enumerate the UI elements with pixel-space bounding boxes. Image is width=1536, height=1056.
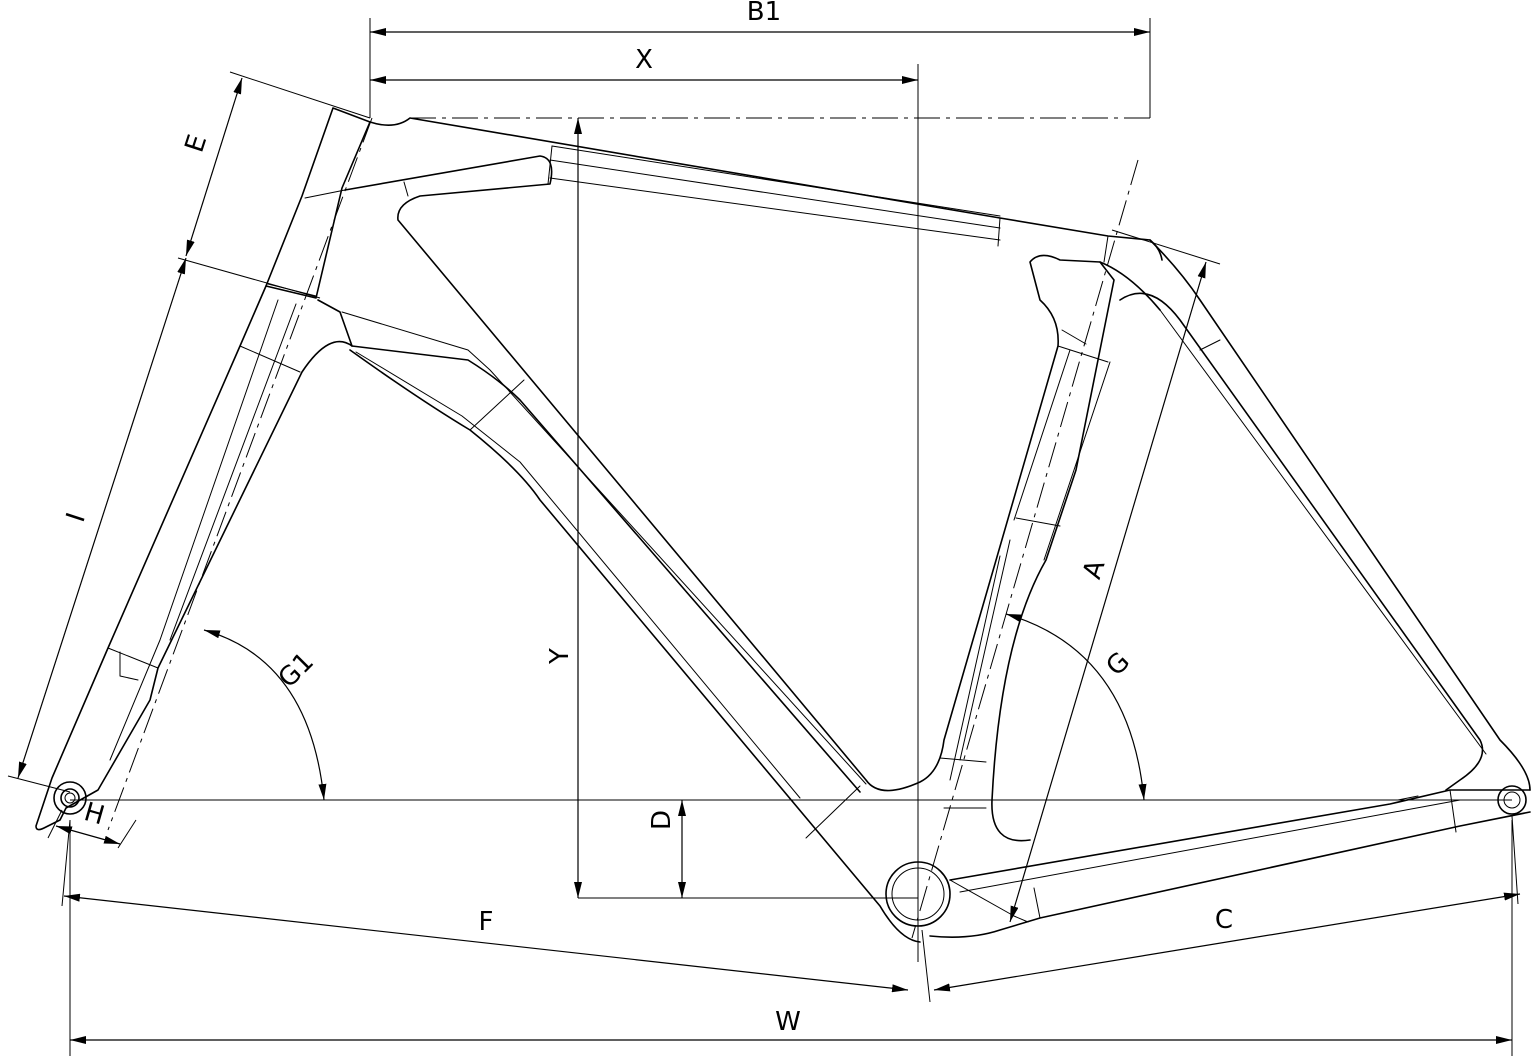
label-i: I <box>61 509 92 526</box>
front-dropout-inner <box>60 788 80 808</box>
frame-outline <box>35 107 1531 943</box>
head-tube <box>265 107 371 299</box>
dimensions <box>7 18 1521 1056</box>
label-e: E <box>180 131 214 156</box>
label-g: G <box>1101 647 1136 682</box>
label-f: F <box>479 907 494 937</box>
top-tube <box>369 117 1163 261</box>
seat-stay <box>1149 239 1531 791</box>
label-c: C <box>1215 905 1233 935</box>
reference-lines <box>70 64 1512 962</box>
label-x: X <box>635 45 653 75</box>
fork <box>35 285 353 831</box>
label-d: D <box>647 810 677 830</box>
dimension-labels: B1 X E I G1 H Y D F W C A G <box>61 0 1233 1037</box>
label-a: A <box>1077 556 1111 582</box>
seat-tube <box>991 261 1115 842</box>
down-tube <box>351 345 861 793</box>
label-g1: G1 <box>273 647 320 694</box>
label-y: Y <box>545 648 575 665</box>
front-dropout-outer <box>53 781 87 815</box>
label-w: W <box>775 1007 801 1037</box>
label-b1: B1 <box>747 0 781 27</box>
